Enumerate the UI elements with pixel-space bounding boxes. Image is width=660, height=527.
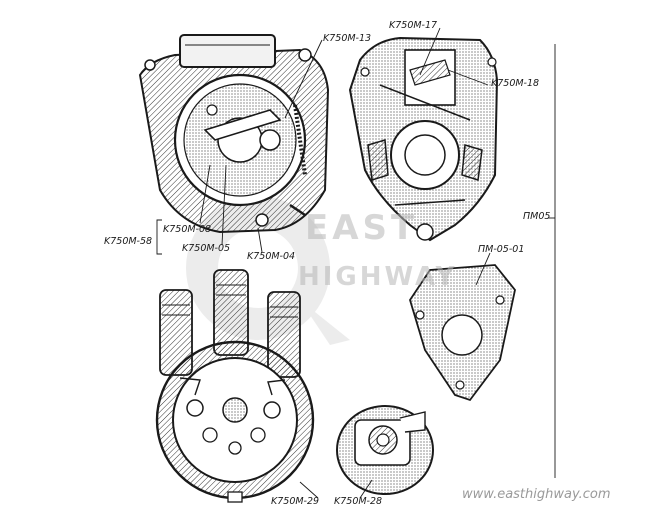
breaker-plate bbox=[348, 36, 499, 242]
label-k750m-13: K750M-13 bbox=[323, 33, 372, 44]
leader-lines bbox=[156, 27, 556, 499]
label-k750m-28: K750M-28 bbox=[334, 496, 383, 507]
label-k750m-18: K750M-18 bbox=[491, 78, 540, 89]
label-pm-05-01: ПМ-05-01 bbox=[478, 244, 525, 255]
label-k750m-58: K750M-58 bbox=[104, 236, 153, 247]
distributor-body-k750m-58 bbox=[138, 34, 330, 234]
label-k750m-04: K750M-04 bbox=[247, 251, 296, 262]
gasket-pm-05-01 bbox=[409, 264, 516, 402]
label-k750m-08: K750M-08 bbox=[163, 224, 212, 235]
label-k750m-17: K750M-17 bbox=[389, 20, 438, 31]
rotor-k750m-28 bbox=[336, 405, 434, 495]
label-k750m-29: K750M-29 bbox=[271, 496, 320, 507]
distributor-cap-k750m-29 bbox=[155, 269, 315, 503]
label-pm05: ПМ05 bbox=[523, 211, 551, 222]
watermark-url: www.easthighway.com bbox=[462, 487, 611, 502]
watermark-text-east: EAST bbox=[305, 208, 419, 248]
watermark-text-highway: HIGHWAY bbox=[298, 262, 458, 292]
label-k750m-05: K750M-05 bbox=[182, 243, 231, 254]
